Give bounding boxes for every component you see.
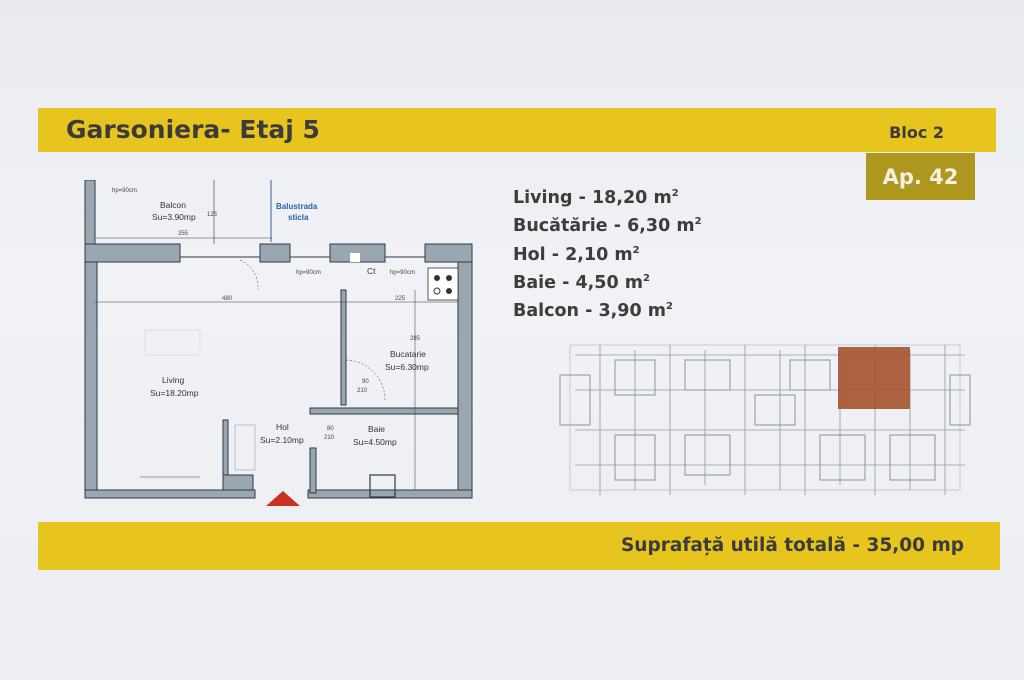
apartment-highlight — [838, 347, 910, 409]
room-area-item: Living - 18,20 m2 — [513, 187, 679, 208]
label: Ct — [367, 266, 376, 276]
label: sticla — [288, 213, 309, 222]
wall — [307, 489, 473, 499]
label: Su=6.30mp — [385, 362, 429, 372]
room-area-item: Baie - 4,50 m2 — [513, 272, 650, 293]
label: 125 — [207, 212, 218, 218]
building-label: Bloc 2 — [889, 123, 944, 142]
wall — [84, 261, 98, 499]
label: 285 — [410, 336, 421, 342]
label: 210 — [357, 388, 368, 394]
stove-icon — [427, 267, 459, 301]
label: Su=4.50mp — [353, 437, 397, 447]
label: 90 — [362, 379, 369, 385]
label: Bucatarie — [390, 349, 426, 359]
wall — [457, 261, 473, 499]
building-site-plan — [559, 344, 971, 495]
apartment-badge: Ap. 42 — [866, 153, 975, 200]
total-area-bar: Suprafață utilă totală - 35,00 mp — [38, 522, 1000, 570]
wall — [259, 243, 291, 263]
floor-plan: hp=90cm Balcon Su=3.90mp Balustrada stic… — [84, 180, 473, 506]
label: 210 — [324, 435, 335, 441]
room-area-item: Hol - 2,10 m2 — [513, 244, 640, 265]
page-title: Garsoniera- Etaj 5 — [66, 115, 320, 144]
entrance-arrow-icon — [266, 491, 300, 506]
label: Su=2.10mp — [260, 435, 304, 445]
label: 480 — [222, 296, 233, 302]
label: Living — [162, 375, 184, 385]
label: Hol — [276, 422, 289, 432]
partition — [309, 407, 459, 415]
label: Su=18.20mp — [150, 388, 199, 398]
label: 355 — [178, 231, 189, 237]
wall — [84, 489, 256, 499]
label: 225 — [395, 296, 406, 302]
partition — [222, 474, 254, 491]
total-area: Suprafață utilă totală - 35,00 mp — [620, 535, 964, 556]
wall — [84, 243, 181, 263]
title-bar: Garsoniera- Etaj 5 Bloc 2 — [38, 108, 996, 152]
room-area-item: Bucătărie - 6,30 m2 — [513, 216, 702, 237]
room-area-list: Living - 18,20 m2 Bucătărie - 6,30 m2 Ho… — [513, 182, 702, 324]
partition — [309, 447, 317, 494]
balcony-wall — [84, 180, 96, 245]
shaft — [350, 253, 360, 262]
label: Su=3.90mp — [152, 212, 196, 222]
label: 80 — [327, 426, 334, 432]
partition — [340, 289, 347, 406]
label: hp=90cm — [296, 270, 321, 276]
room-area-item: Balcon - 3,90 m2 — [513, 301, 673, 322]
wall — [424, 243, 473, 263]
label: Balustrada — [276, 202, 318, 211]
label: hp=90cm — [390, 270, 415, 276]
label: hp=90cm — [112, 188, 137, 194]
label: Baie — [368, 424, 385, 434]
label: Balcon — [160, 200, 186, 210]
